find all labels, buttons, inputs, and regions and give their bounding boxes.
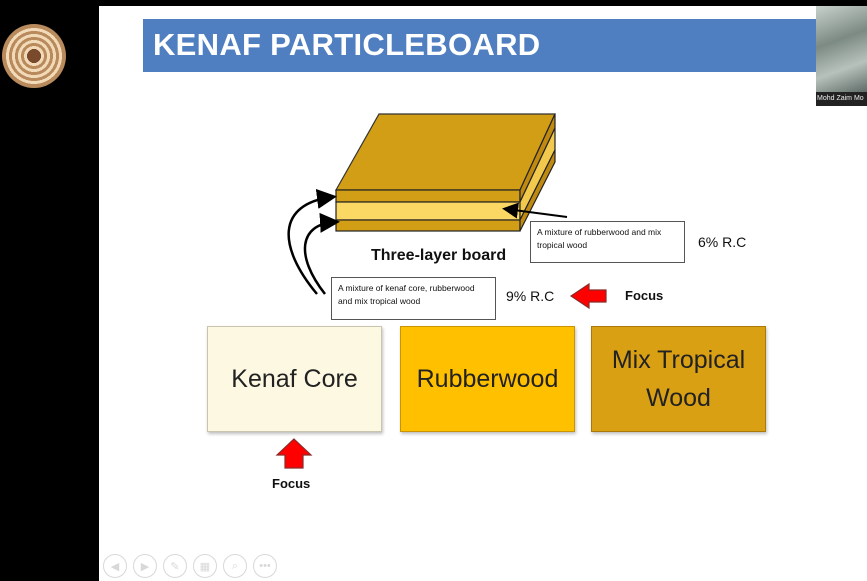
slides-icon[interactable]: ▦ xyxy=(193,554,217,578)
surface-pointer-arrow xyxy=(502,202,568,219)
more-icon[interactable]: ••• xyxy=(253,554,277,578)
kenaf-core-box: Kenaf Core xyxy=(207,326,382,432)
presentation-toolbar: ◀ ▶ ✎ ▦ ⌕ ••• xyxy=(103,554,277,580)
core-curved-arrow-inner xyxy=(303,212,340,295)
focus-label-right: Focus xyxy=(625,288,664,303)
surface-note-text: A mixture of rubberwood and mix tropical… xyxy=(537,227,662,250)
core-note-box: A mixture of kenaf core, rubberwood and … xyxy=(331,277,496,320)
board-side-bottom xyxy=(519,149,556,232)
rubberwood-box: Rubberwood xyxy=(400,326,575,432)
board-label: Three-layer board xyxy=(371,247,507,264)
focus-arrow-up-icon xyxy=(275,438,313,469)
core-curved-arrow-outer xyxy=(287,188,337,295)
kenaf-core-label: Kenaf Core xyxy=(231,365,358,393)
participant-avatar-icon[interactable] xyxy=(2,24,66,88)
participant-name: Mohd Zaim Mo xyxy=(816,92,867,106)
board-bottom-layer xyxy=(335,219,521,232)
focus-label-bottom: Focus xyxy=(272,476,311,491)
mix-tropical-wood-label: Mix Tropical Wood xyxy=(611,346,746,412)
core-rc-label: 9% R.C xyxy=(506,288,555,304)
pen-icon[interactable]: ✎ xyxy=(163,554,187,578)
next-icon[interactable]: ▶ xyxy=(133,554,157,578)
board-top-layer xyxy=(335,189,521,203)
mix-tropical-wood-box: Mix Tropical Wood xyxy=(591,326,766,432)
board-core-layer xyxy=(335,201,521,221)
title-bar: KENAF PARTICLEBOARD xyxy=(143,19,823,72)
focus-arrow-left-icon xyxy=(569,282,607,310)
rubberwood-label: Rubberwood xyxy=(416,365,559,393)
previous-icon[interactable]: ◀ xyxy=(103,554,127,578)
video-feed xyxy=(816,6,867,92)
slide-title: KENAF PARTICLEBOARD xyxy=(153,27,541,62)
board-top-face xyxy=(334,113,556,191)
participant-video[interactable]: Mohd Zaim Mo xyxy=(816,6,867,106)
zoom-icon[interactable]: ⌕ xyxy=(223,554,247,578)
board-diagram xyxy=(275,113,607,469)
presentation-slide: KENAF PARTICLEBOARD Three-layer board A … xyxy=(99,6,867,581)
left-panel xyxy=(0,0,98,581)
surface-note-box: A mixture of rubberwood and mix tropical… xyxy=(530,221,685,263)
surface-rc-label: 6% R.C xyxy=(698,234,747,250)
core-note-text: A mixture of kenaf core, rubberwood and … xyxy=(338,283,475,306)
